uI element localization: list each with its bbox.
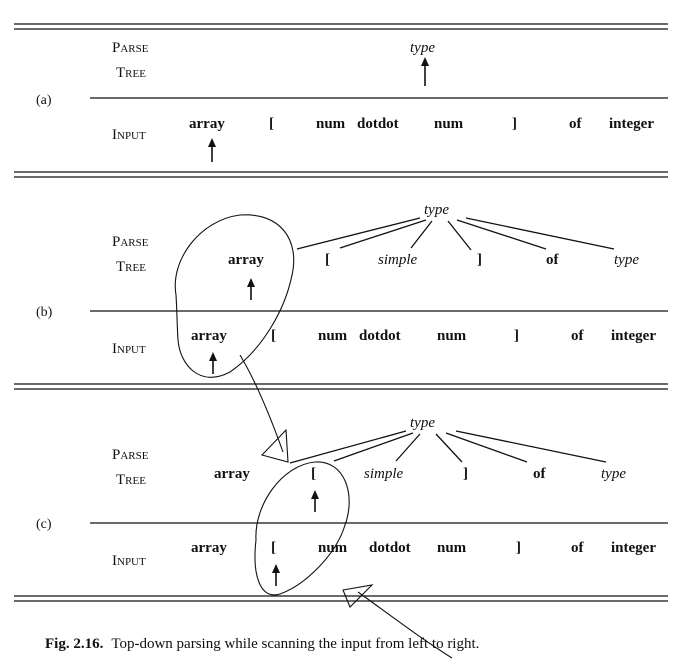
tree-node: ]	[477, 252, 482, 268]
tree-node: type	[614, 252, 639, 268]
input-label: INPUT	[112, 553, 146, 569]
tree-label: TREE	[116, 472, 146, 488]
tree-node-root: type	[410, 415, 435, 431]
figure-caption: Fig. 2.16.Top-down parsing while scannin…	[45, 636, 479, 652]
input-token-row: array [ num dotdot num ] of integer	[191, 328, 656, 344]
input-pointer-arrow-icon	[208, 138, 216, 162]
input-token: ]	[516, 540, 521, 556]
input-token: num	[316, 116, 346, 132]
tree-node: of	[533, 466, 547, 482]
lookahead-arrow-icon	[247, 278, 255, 300]
input-label: INPUT	[112, 341, 146, 357]
tree-node: type	[601, 466, 626, 482]
tree-node: array	[228, 252, 264, 268]
tree-children: array [ simple ] of type	[228, 252, 639, 268]
tree-node: of	[546, 252, 560, 268]
lookahead-arrow-icon	[311, 490, 319, 512]
tree-node: simple	[378, 252, 418, 268]
parse-label: PARSE	[112, 447, 149, 463]
input-pointer-arrow-icon	[209, 352, 217, 374]
input-token: ]	[512, 116, 517, 132]
panel-tag: (c)	[36, 517, 52, 532]
parse-label: PARSE	[112, 234, 149, 250]
input-token: dotdot	[357, 116, 399, 132]
input-token: num	[437, 328, 467, 344]
lookahead-arrow-icon	[421, 57, 429, 86]
input-token: [	[271, 328, 276, 344]
input-token: ]	[514, 328, 519, 344]
tree-label: TREE	[116, 259, 146, 275]
tree-node: [	[311, 466, 316, 482]
input-token: [	[271, 540, 276, 556]
tree-node: simple	[364, 466, 404, 482]
input-token: array	[191, 540, 227, 556]
input-token: num	[434, 116, 464, 132]
handwritten-arrow-icon	[239, 354, 289, 463]
panel-tag: (a)	[36, 93, 52, 108]
input-token: array	[191, 328, 227, 344]
panel-b: (b) PARSE TREE INPUT type array [ simple…	[36, 202, 656, 378]
tree-node: array	[214, 466, 250, 482]
input-token: dotdot	[369, 540, 411, 556]
panel-c: (c) PARSE TREE INPUT type array [ simple…	[36, 415, 656, 596]
input-token: dotdot	[359, 328, 401, 344]
input-token: array	[189, 116, 225, 132]
input-token: [	[269, 116, 274, 132]
panel-tag: (b)	[36, 305, 53, 320]
input-token: integer	[611, 540, 656, 556]
tree-edges	[289, 430, 607, 464]
parse-label: PARSE	[112, 40, 149, 56]
panel-a: (a) PARSE TREE INPUT type array [ num do…	[36, 40, 654, 162]
input-token: num	[318, 328, 348, 344]
tree-label: TREE	[116, 65, 146, 81]
tree-node-root: type	[410, 40, 435, 56]
panel-rules	[14, 23, 668, 602]
handwritten-oval-icon	[254, 461, 350, 596]
input-token: integer	[609, 116, 654, 132]
input-token-row: array [ num dotdot num ] of integer	[191, 540, 656, 556]
input-label: INPUT	[112, 127, 146, 143]
input-token: num	[437, 540, 467, 556]
input-token: num	[318, 540, 348, 556]
input-token: of	[571, 328, 585, 344]
tree-edges	[296, 217, 615, 251]
tree-node: [	[325, 252, 330, 268]
input-token: of	[571, 540, 585, 556]
tree-children: array [ simple ] of type	[214, 466, 626, 482]
input-pointer-arrow-icon	[272, 564, 280, 586]
input-token: integer	[611, 328, 656, 344]
input-token: of	[569, 116, 583, 132]
tree-node-root: type	[424, 202, 449, 218]
input-token-row: array [ num dotdot num ] of integer	[189, 116, 654, 132]
handwritten-arrow-icon	[342, 584, 453, 659]
tree-node: ]	[463, 466, 468, 482]
handwritten-oval-icon	[174, 214, 295, 378]
